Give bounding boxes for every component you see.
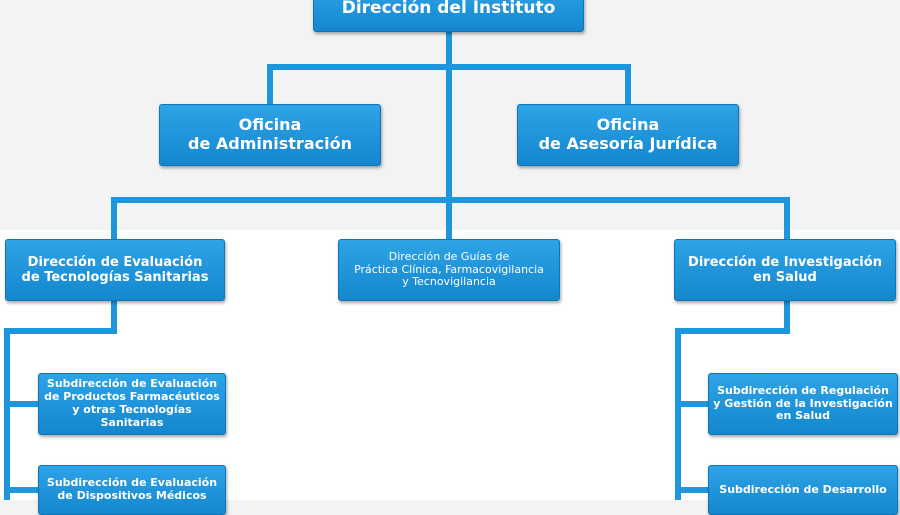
direction-evaluation-box[interactable]: Dirección de Evaluación de Tecnologías S… (5, 239, 225, 301)
subdirection-development-box[interactable]: Subdirección de Desarrollo (708, 465, 898, 515)
office-legal-box[interactable]: Oficina de Asesoría Jurídica (517, 104, 739, 166)
connector-left-spine (4, 297, 117, 500)
direction-guides-box[interactable]: Dirección de Guías de Práctica Clínica, … (338, 239, 560, 301)
subdirection-pharma-box[interactable]: Subdirección de Evaluación de Productos … (38, 373, 226, 435)
subdirection-devices-box[interactable]: Subdirección de Evaluación de Dispositiv… (38, 465, 226, 515)
direction-research-box[interactable]: Dirección de Investigación en Salud (674, 239, 896, 301)
subdirection-regulation-box[interactable]: Subdirección de Regulación y Gestión de … (708, 373, 898, 435)
director-box[interactable]: Dirección del Instituto (313, 0, 584, 32)
office-administration-box[interactable]: Oficina de Administración (159, 104, 381, 166)
connector-lines (4, 27, 790, 500)
connector-right-spine (675, 297, 790, 500)
